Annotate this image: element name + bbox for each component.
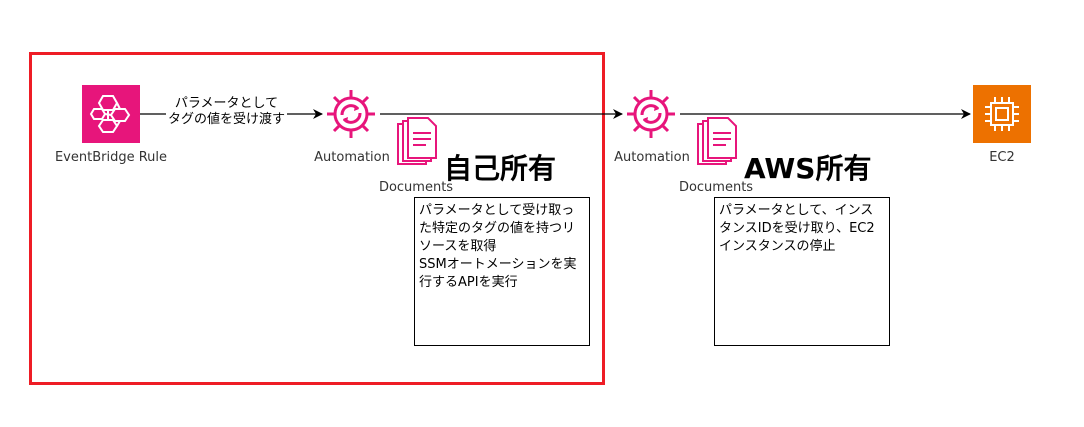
documents-label-left: Documents xyxy=(378,180,454,195)
automation-label-right: Automation xyxy=(614,150,690,165)
aws-owned-title: AWS所有 xyxy=(744,152,872,185)
ec2-node[interactable] xyxy=(973,85,1031,143)
aws-owned-description-box: パラメータとして、インスタンスIDを受け取り、EC2インスタンスの停止 xyxy=(714,197,890,346)
documents-label-right: Documents xyxy=(678,180,754,195)
eventbridge-rule-label: EventBridge Rule xyxy=(54,150,168,165)
documents-icon xyxy=(697,117,737,165)
self-owned-description-text: パラメータとして受け取った特定のタグの値を持つリソースを取得 SSMオートメーシ… xyxy=(419,203,577,290)
ec2-label: EC2 xyxy=(989,150,1015,165)
documents-node-right[interactable] xyxy=(696,117,740,170)
automation-label-left: Automation xyxy=(314,150,390,165)
eventbridge-rule-node[interactable] xyxy=(82,85,140,143)
self-owned-description-box: パラメータとして受け取った特定のタグの値を持つリソースを取得 SSMオートメーシ… xyxy=(414,197,590,346)
documents-icon xyxy=(397,117,437,165)
automation-node-left[interactable] xyxy=(322,85,380,143)
self-owned-group-frame xyxy=(29,52,605,385)
ec2-instance-icon xyxy=(985,97,1019,131)
eventbridge-icon xyxy=(89,95,131,133)
automation-icon xyxy=(627,90,675,138)
aws-owned-description-text: パラメータとして、インスタンスIDを受け取り、EC2インスタンスの停止 xyxy=(719,203,875,254)
automation-icon xyxy=(327,90,375,138)
automation-node-right[interactable] xyxy=(622,85,680,143)
edge-label-line2: タグの値を受け渡す xyxy=(168,112,286,127)
self-owned-title: 自己所有 xyxy=(444,152,557,185)
edge-label-pass-tag-values: パラメータとして タグの値を受け渡す xyxy=(166,96,288,128)
edge-label-line1: パラメータとして xyxy=(174,96,279,111)
documents-node-left[interactable] xyxy=(396,117,440,170)
